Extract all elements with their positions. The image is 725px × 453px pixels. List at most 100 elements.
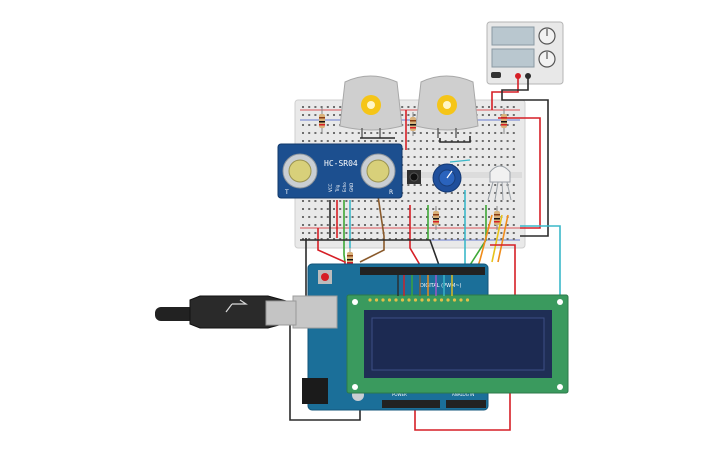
breadboard-hole[interactable]	[500, 184, 503, 186]
breadboard-hole[interactable]	[457, 238, 459, 240]
breadboard-hole[interactable]	[426, 140, 428, 142]
breadboard-hole[interactable]	[450, 208, 453, 210]
breadboard-hole[interactable]	[333, 124, 335, 126]
breadboard-hole[interactable]	[419, 232, 422, 234]
breadboard-hole[interactable]	[302, 140, 304, 142]
breadboard-hole[interactable]	[314, 200, 317, 202]
breadboard-hole[interactable]	[475, 164, 478, 166]
breadboard-hole[interactable]	[302, 200, 304, 202]
breadboard-hole[interactable]	[413, 208, 416, 210]
breadboard-hole[interactable]	[376, 200, 379, 202]
breadboard-hole[interactable]	[370, 238, 373, 240]
breadboard-hole[interactable]	[357, 224, 360, 226]
breadboard-hole[interactable]	[395, 216, 397, 218]
breadboard-hole[interactable]	[481, 124, 484, 126]
breadboard-hole[interactable]	[370, 224, 373, 226]
breadboard-hole[interactable]	[388, 132, 391, 134]
breadboard-hole[interactable]	[475, 106, 478, 108]
lcd-pin-header[interactable]	[368, 298, 470, 302]
breadboard-hole[interactable]	[364, 216, 366, 218]
breadboard-hole[interactable]	[339, 106, 342, 108]
breadboard-hole[interactable]	[413, 232, 416, 234]
breadboard-hole[interactable]	[407, 124, 410, 126]
dc-power-supply[interactable]	[486, 21, 564, 85]
breadboard-hole[interactable]	[376, 216, 379, 218]
breadboard-hole[interactable]	[494, 156, 497, 158]
breadboard-hole[interactable]	[450, 132, 453, 134]
breadboard-hole[interactable]	[413, 114, 416, 116]
breadboard-hole[interactable]	[512, 140, 515, 142]
lcd-pin[interactable]	[387, 298, 392, 302]
breadboard-hole[interactable]	[457, 132, 459, 134]
breadboard-hole[interactable]	[494, 148, 497, 150]
breadboard-hole[interactable]	[314, 232, 317, 234]
breadboard-hole[interactable]	[426, 200, 428, 202]
breadboard-hole[interactable]	[326, 224, 329, 226]
breadboard-hole[interactable]	[512, 184, 515, 186]
breadboard-hole[interactable]	[500, 156, 503, 158]
breadboard-hole[interactable]	[401, 224, 404, 226]
breadboard-hole[interactable]	[314, 224, 317, 226]
breadboard-hole[interactable]	[438, 238, 441, 240]
breadboard-hole[interactable]	[506, 200, 509, 202]
breadboard-hole[interactable]	[450, 200, 453, 202]
breadboard-hole[interactable]	[382, 208, 385, 210]
breadboard-hole[interactable]	[376, 238, 379, 240]
breadboard-hole[interactable]	[333, 216, 335, 218]
breadboard-hole[interactable]	[457, 192, 459, 194]
breadboard-hole[interactable]	[314, 132, 317, 134]
breadboard-hole[interactable]	[314, 208, 317, 210]
breadboard-hole[interactable]	[364, 232, 366, 234]
breadboard-hole[interactable]	[364, 208, 366, 210]
breadboard-hole[interactable]	[314, 216, 317, 218]
breadboard-hole[interactable]	[308, 238, 311, 240]
breadboard-hole[interactable]	[426, 164, 428, 166]
breadboard-hole[interactable]	[494, 208, 497, 210]
breadboard-hole[interactable]	[413, 192, 416, 194]
breadboard-hole[interactable]	[438, 156, 441, 158]
breadboard-hole[interactable]	[463, 184, 466, 186]
reset-button-icon[interactable]	[321, 273, 329, 281]
breadboard-hole[interactable]	[481, 164, 484, 166]
breadboard-hole[interactable]	[308, 140, 311, 142]
breadboard-hole[interactable]	[494, 184, 497, 186]
breadboard-hole[interactable]	[481, 184, 484, 186]
breadboard-hole[interactable]	[326, 238, 329, 240]
breadboard-hole[interactable]	[419, 164, 422, 166]
breadboard-hole[interactable]	[345, 132, 348, 134]
breadboard-hole[interactable]	[401, 200, 404, 202]
breadboard-hole[interactable]	[469, 200, 472, 202]
rgb-led[interactable]	[487, 165, 512, 201]
breadboard-hole[interactable]	[438, 232, 441, 234]
breadboard-hole[interactable]	[494, 164, 497, 166]
breadboard-hole[interactable]	[351, 132, 354, 134]
breadboard-hole[interactable]	[326, 200, 329, 202]
breadboard-hole[interactable]	[463, 148, 466, 150]
breadboard-hole[interactable]	[475, 132, 478, 134]
breadboard-hole[interactable]	[333, 208, 335, 210]
breadboard-hole[interactable]	[450, 192, 453, 194]
breadboard-hole[interactable]	[475, 192, 478, 194]
breadboard-hole[interactable]	[506, 140, 509, 142]
breadboard-hole[interactable]	[475, 200, 478, 202]
breadboard-hole[interactable]	[314, 124, 317, 126]
breadboard-hole[interactable]	[357, 238, 360, 240]
breadboard-hole[interactable]	[407, 200, 410, 202]
breadboard-hole[interactable]	[444, 192, 447, 194]
breadboard-hole[interactable]	[326, 208, 329, 210]
breadboard-hole[interactable]	[382, 140, 385, 142]
breadboard-hole[interactable]	[450, 224, 453, 226]
breadboard-hole[interactable]	[438, 164, 441, 166]
breadboard-hole[interactable]	[469, 208, 472, 210]
breadboard-hole[interactable]	[457, 200, 459, 202]
breadboard-hole[interactable]	[333, 114, 335, 116]
breadboard-hole[interactable]	[395, 232, 397, 234]
resistor[interactable]	[433, 206, 439, 230]
breadboard-hole[interactable]	[401, 132, 404, 134]
breadboard-hole[interactable]	[512, 192, 515, 194]
breadboard-hole[interactable]	[302, 224, 304, 226]
breadboard-hole[interactable]	[308, 200, 311, 202]
breadboard-hole[interactable]	[401, 106, 404, 108]
breadboard-hole[interactable]	[457, 148, 459, 150]
breadboard-hole[interactable]	[488, 238, 490, 240]
